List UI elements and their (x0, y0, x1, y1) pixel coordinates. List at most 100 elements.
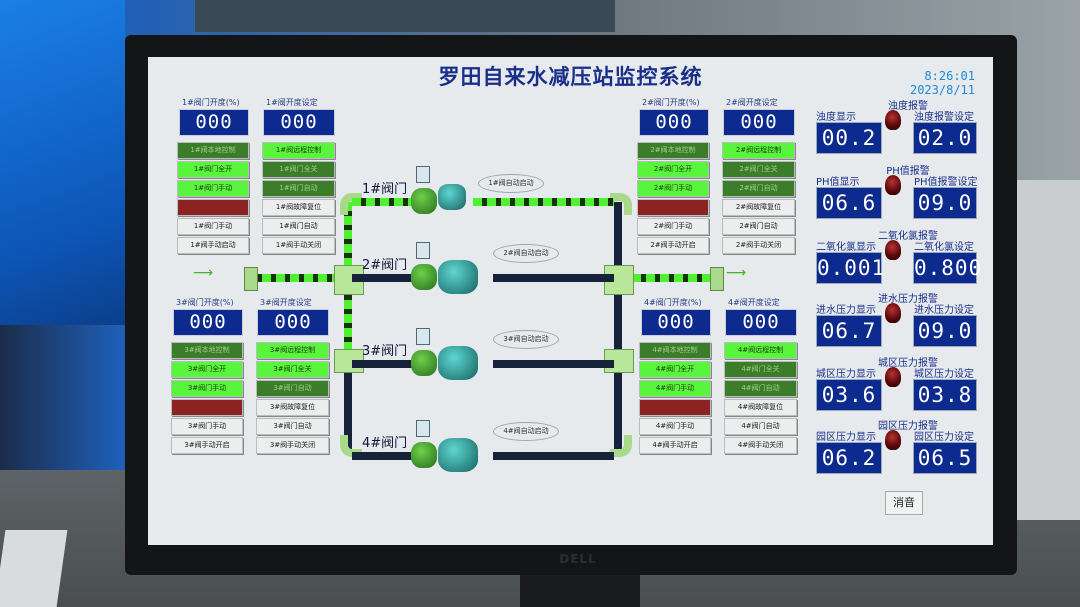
monitor-4-display-label: 进水压力显示 (816, 305, 876, 316)
valve-4-right-button-5[interactable]: 4#阀门自动 (724, 418, 797, 435)
clock-time: 8:26:01 (924, 69, 975, 83)
valve-4-auto-start-indicator[interactable]: 4#阀自动启动 (493, 422, 559, 441)
valve-1-right-button-1[interactable]: 1#阀远程控制 (262, 142, 335, 159)
monitor-4-set-input[interactable]: 09.0 (913, 315, 977, 347)
valve-1-left-button-4[interactable] (177, 199, 249, 216)
valve-4-body-icon (411, 442, 437, 468)
valve-4-open-label: 4#阀门开度(%) (644, 298, 702, 307)
monitor-brand-logo: DELL (559, 552, 597, 566)
monitor-5-set-input[interactable]: 03.8 (913, 379, 977, 411)
valve-4-left-button-6[interactable]: 4#阀手动开启 (639, 437, 711, 454)
valve-3-right-button-6[interactable]: 3#阀手动关闭 (256, 437, 329, 454)
monitor-2-set-label: PH值报警设定 (914, 177, 978, 188)
valve-2-left-button-4[interactable] (637, 199, 709, 216)
valve-3-left-button-6[interactable]: 3#阀手动开启 (171, 437, 243, 454)
valve-2-left-button-3[interactable]: 2#阀门手动 (637, 180, 709, 197)
wall-document (1010, 180, 1080, 520)
valve-3-open-label: 3#阀门开度(%) (176, 298, 234, 307)
valve-2-left-button-5[interactable]: 2#阀门手动 (637, 218, 709, 235)
valve-2-right-button-1[interactable]: 2#阀远程控制 (722, 142, 795, 159)
valve-2-right-button-5[interactable]: 2#阀门自动 (722, 218, 795, 235)
monitor-6-set-label: 园区压力设定 (914, 432, 974, 443)
monitor-1-set-input[interactable]: 02.0 (913, 122, 977, 154)
valve-2-auto-start-indicator[interactable]: 2#阀自动启动 (493, 244, 559, 263)
outlet-arrow-icon: ⟶ (726, 265, 747, 281)
valve-3-right-button-3[interactable]: 3#阀门自动 (256, 380, 329, 397)
valve-1-right-button-4[interactable]: 1#阀故障复位 (262, 199, 335, 216)
monitor-2-set-input[interactable]: 09.0 (913, 187, 977, 219)
valve-4-right-button-3[interactable]: 4#阀门自动 (724, 380, 797, 397)
valve-2-right-button-3[interactable]: 2#阀门自动 (722, 180, 795, 197)
valve-2-right-button-4[interactable]: 2#阀故障复位 (722, 199, 795, 216)
valve-1-pipe-label: 1#阀门 (362, 182, 408, 197)
page-title: 罗田自来水减压站监控系统 (438, 64, 703, 89)
valve-4-set-input[interactable]: 000 (725, 309, 797, 336)
valve-1-left-button-2[interactable]: 1#阀门全开 (177, 161, 249, 178)
clock-date: 2023/8/11 (909, 83, 975, 97)
valve-4-left-button-5[interactable]: 4#阀门手动 (639, 418, 711, 435)
valve-3-left-button-2[interactable]: 3#阀门全开 (171, 361, 243, 378)
valve-4-left-button-4[interactable] (639, 399, 711, 416)
valve-3-right-button-1[interactable]: 3#阀远程控制 (256, 342, 329, 359)
valve-3-body-icon (411, 350, 437, 376)
valve-4-actuator-icon (416, 420, 430, 437)
monitor-6-display-value: 06.2 (816, 442, 882, 474)
valve-3-right-button-2[interactable]: 3#阀门全关 (256, 361, 329, 378)
valve-3-left-button-3[interactable]: 3#阀门手动 (171, 380, 243, 397)
valve-1-right-button-2[interactable]: 1#阀门全关 (262, 161, 335, 178)
valve-3-left-button-5[interactable]: 3#阀门手动 (171, 418, 243, 435)
monitor-1-set-label: 浊度报警设定 (914, 112, 974, 123)
valve-1-left-button-5[interactable]: 1#阀门手动 (177, 218, 249, 235)
valve-2-left-button-1[interactable]: 2#阀本地控制 (637, 142, 709, 159)
valve-2-left-button-6[interactable]: 2#阀手动开启 (637, 237, 709, 254)
left-manifold-lower (344, 367, 352, 452)
monitor-2-alarm-lamp-icon (885, 175, 901, 195)
monitor-3-set-input[interactable]: 0.800 (913, 252, 981, 284)
valve-3-left-button-1[interactable]: 3#阀本地控制 (171, 342, 243, 359)
valve-1-right-button-5[interactable]: 1#阀门自动 (262, 218, 335, 235)
valve-1-left-button-6[interactable]: 1#阀手动启动 (177, 237, 249, 254)
monitor-4-alarm-label: 进水压力报警 (878, 294, 938, 305)
valve-3-left-button-4[interactable] (171, 399, 243, 416)
valve-2-right-button-2[interactable]: 2#阀门全关 (722, 161, 795, 178)
valve-1-auto-start-indicator[interactable]: 1#阀自动启动 (478, 174, 544, 193)
background-display (0, 0, 125, 325)
monitor-2-display-label: PH值显示 (816, 177, 860, 188)
valve-1-open-value: 000 (179, 109, 249, 136)
valve-1-left-button-1[interactable]: 1#阀本地控制 (177, 142, 249, 159)
valve-3-open-value: 000 (173, 309, 243, 336)
valve-2-set-input[interactable]: 000 (723, 109, 795, 136)
mute-button[interactable]: 消音 (885, 491, 923, 515)
branch-2-pipe-right (493, 274, 614, 282)
valve-4-left-button-1[interactable]: 4#阀本地控制 (639, 342, 711, 359)
branch-4-pipe-right (493, 452, 614, 460)
valve-4-right-button-4[interactable]: 4#阀故障复位 (724, 399, 797, 416)
valve-3-actuator-icon (416, 328, 430, 345)
valve-3-regulator-icon (438, 346, 478, 380)
valve-4-right-button-1[interactable]: 4#阀远程控制 (724, 342, 797, 359)
valve-3-right-button-4[interactable]: 3#阀故障复位 (256, 399, 329, 416)
monitor-6-alarm-label: 园区压力报警 (878, 421, 938, 432)
valve-4-left-button-2[interactable]: 4#阀门全开 (639, 361, 711, 378)
valve-2-open-label: 2#阀门开度(%) (642, 98, 700, 107)
monitor-1-alarm-label: 浊度报警 (888, 101, 928, 112)
valve-3-right-button-5[interactable]: 3#阀门自动 (256, 418, 329, 435)
branch-2-pipe-left (352, 274, 412, 282)
valve-2-right-button-6[interactable]: 2#阀手动关闭 (722, 237, 795, 254)
valve-3-auto-start-indicator[interactable]: 3#阀自动启动 (493, 330, 559, 349)
valve-4-left-button-3[interactable]: 4#阀门手动 (639, 380, 711, 397)
valve-1-set-input[interactable]: 000 (263, 109, 335, 136)
valve-1-right-button-6[interactable]: 1#阀手动关闭 (262, 237, 335, 254)
valve-4-open-value: 000 (641, 309, 711, 336)
elbow-top-right (610, 193, 632, 215)
valve-2-regulator-icon (438, 260, 478, 294)
valve-4-right-button-2[interactable]: 4#阀门全关 (724, 361, 797, 378)
valve-4-set-label: 4#阀开度设定 (728, 298, 780, 307)
valve-4-right-button-6[interactable]: 4#阀手动关闭 (724, 437, 797, 454)
valve-1-left-button-3[interactable]: 1#阀门手动 (177, 180, 249, 197)
monitor-4-set-label: 进水压力设定 (914, 305, 974, 316)
valve-3-set-input[interactable]: 000 (257, 309, 329, 336)
valve-1-right-button-3[interactable]: 1#阀门自动 (262, 180, 335, 197)
monitor-6-set-input[interactable]: 06.5 (913, 442, 977, 474)
valve-2-left-button-2[interactable]: 2#阀门全开 (637, 161, 709, 178)
